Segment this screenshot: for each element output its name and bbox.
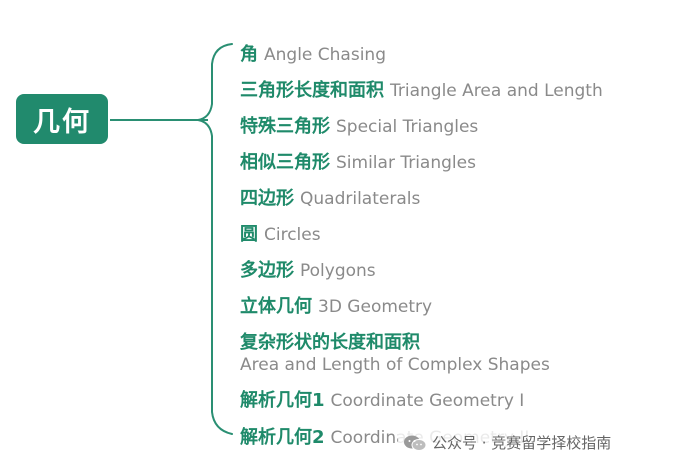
branch-circles: 圆 Circles — [240, 220, 321, 246]
branch-en-label: Angle Chasing — [264, 45, 386, 65]
watermark-text: 公众号 · 竞赛留学择校指南 — [432, 434, 612, 452]
branch-en-label: Triangle Area and Length — [390, 81, 603, 101]
branch-quadrilaterals: 四边形 Quadrilaterals — [240, 184, 420, 210]
branch-special-triangles: 特殊三角形 Special Triangles — [240, 112, 478, 138]
branch-triangle-area-length: 三角形长度和面积 Triangle Area and Length — [240, 76, 603, 102]
branch-zh-label: 三角形长度和面积 — [240, 80, 384, 101]
branch-3d-geometry: 立体几何 3D Geometry — [240, 292, 432, 318]
branch-en-label: Special Triangles — [336, 117, 479, 137]
wechat-icon — [404, 435, 427, 451]
branch-en-label: Polygons — [300, 261, 376, 281]
branch-angle-chasing: 角 Angle Chasing — [240, 40, 386, 66]
branch-zh-label: 圆 — [240, 224, 258, 245]
root-topic-geometry: 几何 — [16, 94, 108, 144]
branch-zh-label: 解析几何1 — [240, 390, 325, 411]
branch-zh-label: 多边形 — [240, 260, 294, 281]
branch-zh-label: 相似三角形 — [240, 152, 330, 173]
branch-zh-label: 解析几何2 — [240, 427, 325, 448]
branch-zh-label: 四边形 — [240, 188, 294, 209]
branch-en-label: Quadrilaterals — [300, 189, 421, 209]
branch-similar-triangles: 相似三角形 Similar Triangles — [240, 148, 476, 174]
branch-en-label: Similar Triangles — [336, 153, 476, 173]
branch-polygons: 多边形 Polygons — [240, 256, 376, 282]
branch-complex-shapes: 复杂形状的长度和面积 Area and Length of Complex Sh… — [240, 328, 550, 375]
branch-en-label: 3D Geometry — [318, 297, 433, 317]
branch-zh-label: 复杂形状的长度和面积 — [240, 332, 420, 353]
branch-zh-label: 立体几何 — [240, 296, 312, 317]
branch-en-label: Coordinate Geometry I — [330, 391, 525, 411]
branch-zh-label: 角 — [240, 44, 258, 65]
branch-en-label: Circles — [264, 225, 321, 245]
watermark: 公众号 · 竞赛留学择校指南 — [398, 430, 618, 455]
branch-zh-label: 特殊三角形 — [240, 116, 330, 137]
branch-en-label: Area and Length of Complex Shapes — [240, 355, 550, 375]
